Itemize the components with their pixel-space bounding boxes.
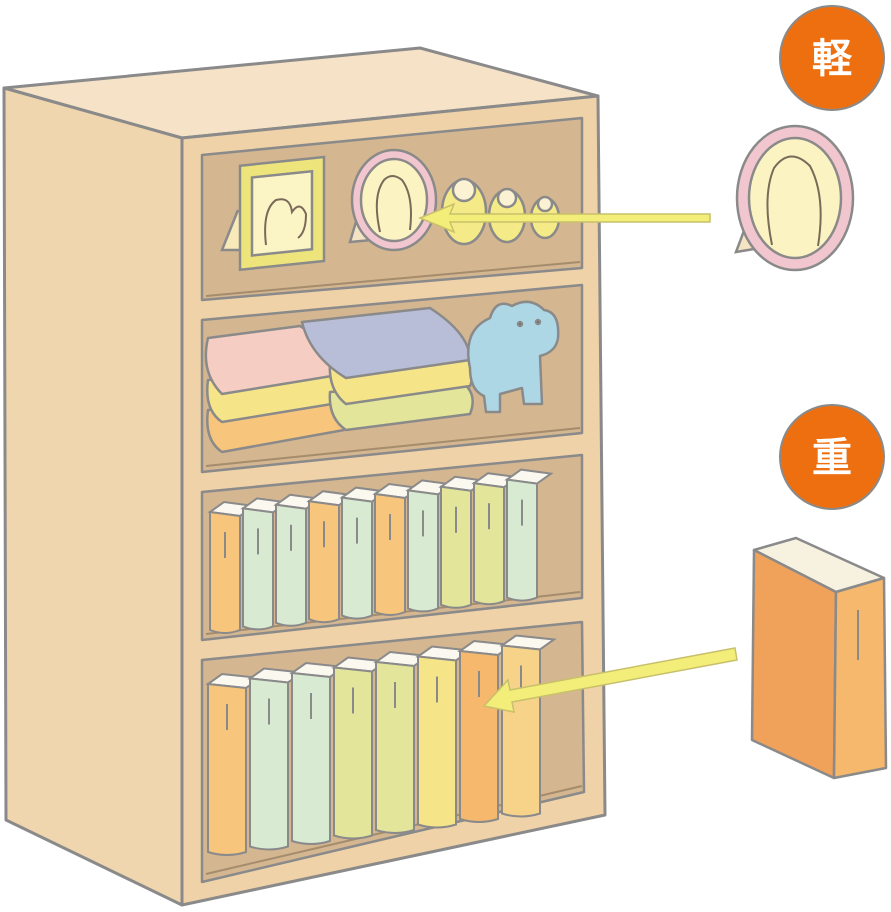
doll-medium-face [496, 187, 518, 209]
third-shelf-book-8-spine [440, 485, 472, 609]
third-shelf-book-9-spine [473, 482, 505, 606]
light-badge: 軽 [779, 5, 885, 111]
heavy-book-cover [750, 548, 838, 780]
light-badge-label: 軽 [812, 36, 853, 82]
doll-large-face [451, 177, 477, 203]
bottom-shelf-book-5 [373, 650, 431, 834]
third-shelf-book-3 [273, 493, 323, 627]
third-shelf-book-4-spine [308, 500, 340, 624]
third-shelf-book-6-spine [374, 492, 406, 616]
bottom-shelf-book-4-spine [333, 666, 373, 840]
rect-photo-figure [264, 198, 308, 246]
cabinet-side-panel [2, 86, 184, 907]
bottom-shelf-book-3 [289, 661, 347, 845]
third-shelf-book-1-spine [209, 510, 241, 634]
third-shelf-book-10 [504, 468, 554, 602]
third-shelf-book-2-spine [242, 507, 274, 631]
heavy-badge-label: 重 [812, 435, 852, 481]
heavy-badge-circle [779, 404, 885, 510]
light-badge-circle [779, 5, 885, 111]
heavy-book-spine [832, 576, 888, 780]
shelf-floor-1 [205, 261, 581, 297]
third-shelf-book-3-spine [275, 503, 307, 627]
oval-photo-inner [359, 157, 429, 243]
third-shelf-book-8 [438, 475, 488, 609]
bottom-shelf-book-2 [247, 667, 305, 851]
arrow-to-top-shelf [418, 202, 711, 234]
stuffed-toy-eye-2 [534, 318, 542, 326]
bottom-shelf-book-7-spine [459, 649, 499, 823]
third-shelf-book-2 [240, 497, 290, 631]
bottom-shelf-book-8 [499, 634, 557, 818]
bottom-shelf-book-5-spine [375, 660, 415, 834]
heavy-item-book [750, 536, 888, 780]
third-shelf-book-7-spine [407, 489, 439, 613]
bottom-shelf-book-1-spine [207, 682, 247, 856]
third-shelf-book-10-spine [506, 478, 538, 602]
second-shelf-items [204, 300, 560, 454]
doll-small-face [536, 195, 554, 213]
light-frame-inner [747, 136, 843, 260]
bottom-shelf-book-6 [415, 645, 473, 829]
bottom-shelf-book-2-spine [249, 677, 289, 851]
third-shelf-books [207, 468, 554, 634]
arrows [418, 202, 738, 713]
bottom-shelf-book-4 [331, 656, 389, 840]
third-shelf-book-5-spine [341, 496, 373, 620]
bottom-shelf-book-6-spine [417, 655, 457, 829]
oval-photo-figure [375, 175, 412, 233]
arrow-to-bottom-shelf [482, 647, 738, 713]
shelf-floor-2 [205, 427, 581, 467]
light-frame-figure [766, 155, 822, 247]
heavy-badge: 重 [779, 404, 885, 510]
light-item-photo-frame [734, 124, 855, 272]
top-shelf-items [220, 148, 561, 272]
rect-photo-inner [250, 169, 314, 257]
stuffed-toy [466, 300, 560, 414]
stuffed-toy-eye [516, 320, 524, 328]
bottom-shelf-book-3-spine [291, 671, 331, 845]
bottom-shelf-books [205, 634, 557, 856]
third-shelf-book-6 [372, 482, 422, 616]
bottom-shelf-book-7 [457, 639, 515, 823]
